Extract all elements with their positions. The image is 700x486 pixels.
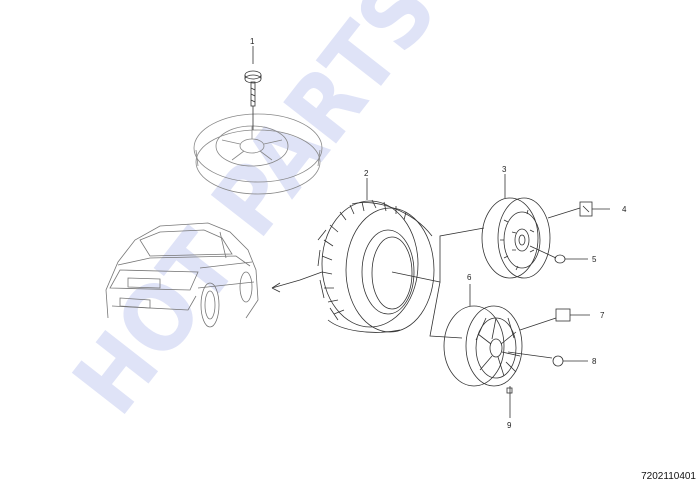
callout-3: 3 [502,165,507,174]
callout-1: 1 [250,37,255,46]
steel-wheel-icon [481,197,551,279]
tire-icon [317,199,435,333]
wheel-cap-icon [519,308,590,331]
bracket-line [391,227,485,283]
callout-9: 9 [507,421,512,430]
valve-icon [547,201,610,219]
balance-weight-icon [507,351,588,367]
bolt-icon [244,46,262,130]
car-icon [105,222,259,328]
nut-icon [529,245,588,264]
callout-4: 4 [622,205,627,214]
callout-2: 2 [364,169,369,178]
watermark: HOT PARTS [53,0,457,434]
callout-5: 5 [592,255,597,264]
alloy-wheel-icon [443,305,523,387]
callout-7: 7 [600,311,605,320]
spare-wheel-icon [193,113,323,195]
mounting-arrow [271,271,323,289]
callout-8: 8 [592,357,597,366]
callout-6: 6 [467,273,472,282]
drawing-code: 7202110401 [641,471,696,482]
